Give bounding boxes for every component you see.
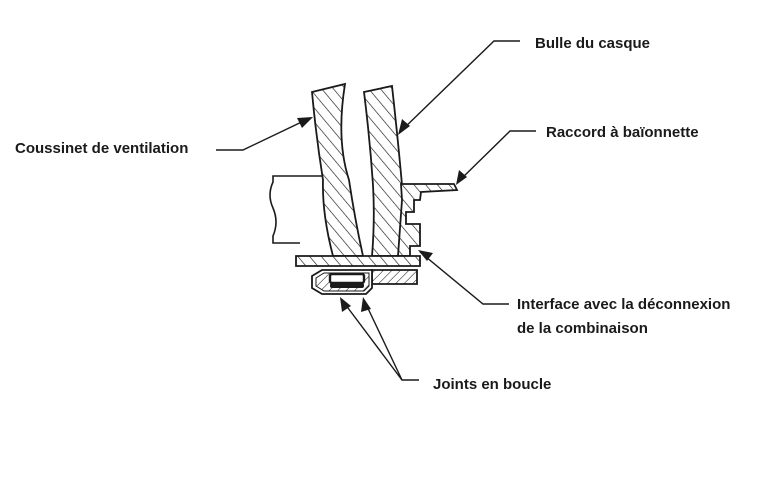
label-ventilation-pad: Coussinet de ventilation [15,140,188,157]
suit-interface-ring-section [371,269,418,285]
loop-seal-upper [328,272,366,285]
label-suit-interface-line1: Interface avec la déconnexion [517,296,730,313]
leader-lines [216,40,536,381]
leader-ventilation-pad [216,117,311,151]
arrowhead-bayonet-fitting [456,170,467,185]
leader-loop-seal-right [363,299,403,381]
arrowhead-suit-interface [418,250,433,261]
arrowhead-helmet-bubble [398,119,410,135]
label-bayonet-fitting: Raccord à baïonnette [546,124,699,141]
leader-suit-interface [419,251,509,305]
structure-outline [269,175,333,244]
arrowhead-loop-seal-right [361,297,371,312]
loop-seal-lower [330,283,364,288]
arrowhead-ventilation-pad [297,117,313,128]
label-helmet-bubble: Bulle du casque [535,35,650,52]
ventilation-pad-section [311,82,365,257]
leader-arrowheads [297,117,467,312]
helmet-bubble-section [363,84,404,257]
leader-bayonet-fitting [457,130,536,183]
bayonet-fitting-section [397,183,459,257]
base-plate-section [295,255,421,267]
label-loop-seals: Joints en boucle [433,376,551,393]
label-suit-interface-line2: de la combinaison [517,320,648,337]
arrowhead-loop-seal-left [340,297,351,312]
leader-loop-seal-left [341,299,419,381]
leader-helmet-bubble [399,40,520,133]
